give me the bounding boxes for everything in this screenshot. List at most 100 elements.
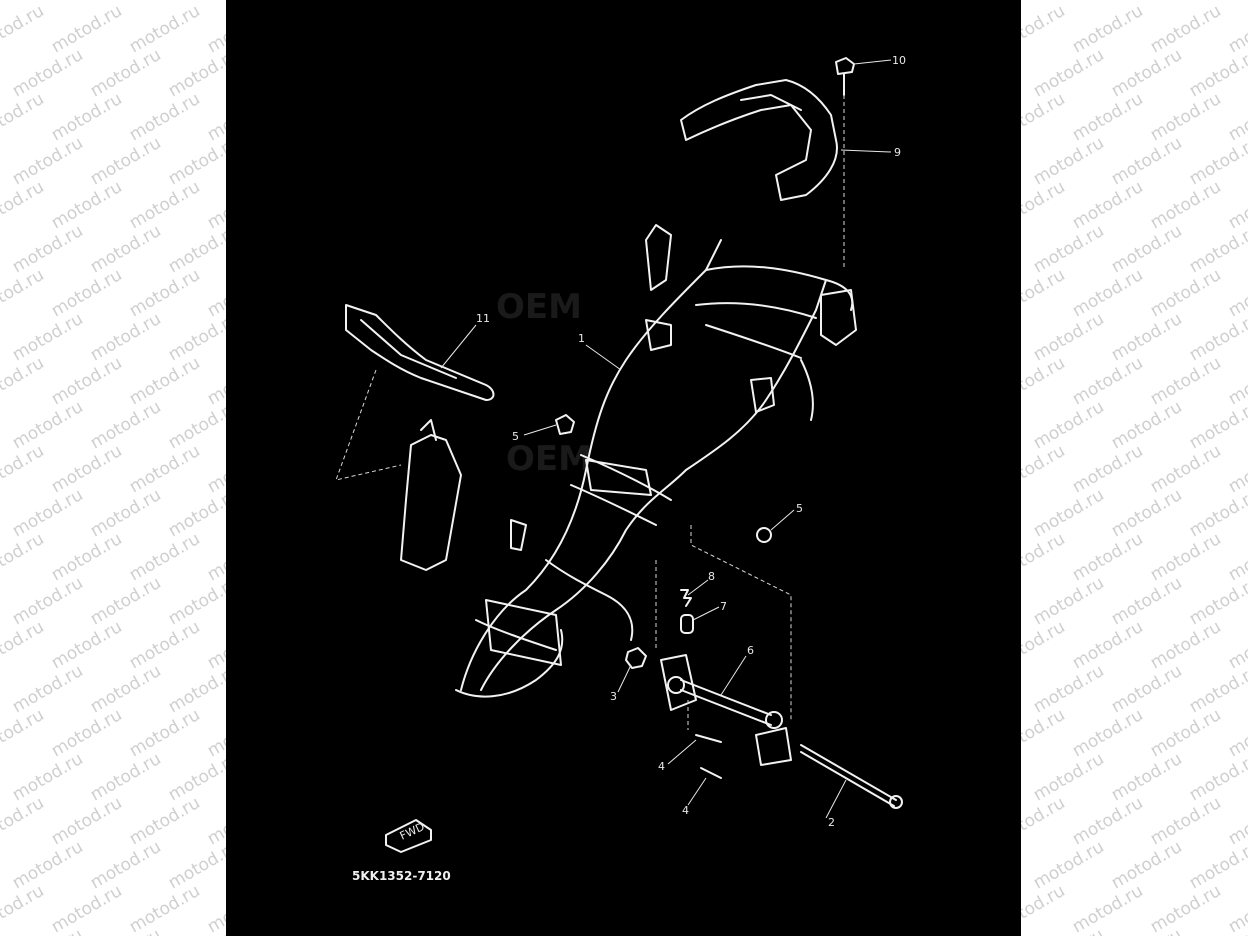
- callout-7: 7: [720, 600, 727, 613]
- watermark-text: motod.ru: [1030, 925, 1108, 936]
- part-5-nut-b: [756, 527, 772, 543]
- frame-lower-loop-2: [475, 619, 557, 651]
- watermark-text: motod.ru: [204, 1, 226, 58]
- part-code: 5KK1352-7120: [352, 869, 451, 883]
- watermark-text: motod.ru: [87, 397, 165, 454]
- watermark-text: motod.ru: [87, 749, 165, 806]
- watermark-text: motod.ru: [9, 749, 87, 806]
- watermark-text: motod.ru: [1069, 793, 1147, 850]
- watermark-text: motod.ru: [126, 353, 204, 410]
- fwd-label: FWD: [398, 820, 427, 843]
- watermark-text: motod.ru: [126, 89, 204, 146]
- part-6-plate-left: [660, 654, 697, 711]
- frame-lower-loop: [545, 559, 634, 641]
- watermark-text: motod.ru: [1021, 177, 1069, 234]
- part-6-shaft: [680, 679, 772, 716]
- frame-gusset-5: [510, 519, 527, 551]
- watermark-text: motod.ru: [9, 485, 87, 542]
- watermark-text: motod.ru: [1021, 705, 1069, 762]
- watermark-text: motod.ru: [1030, 397, 1108, 454]
- guide-line-11: [335, 369, 402, 481]
- watermark-text: motod.ru: [1147, 1, 1225, 58]
- leader-10: [853, 59, 892, 65]
- watermark-text: motod.ru: [1021, 353, 1069, 410]
- watermark-text: motod.ru: [1030, 837, 1108, 894]
- callout-9: 9: [894, 146, 901, 159]
- watermark-text: motod.ru: [1147, 89, 1225, 146]
- callout-2: 2: [828, 816, 835, 829]
- ghost-logo: OEM: [496, 287, 582, 327]
- callout-3: 3: [610, 690, 617, 703]
- leader-1: [585, 344, 622, 371]
- leader-5b: [770, 509, 795, 531]
- callout-5a: 5: [512, 430, 519, 443]
- watermark-text: motod.ru: [48, 529, 126, 586]
- part-9-carrier-arm: [740, 94, 802, 111]
- leader-6: [720, 655, 747, 696]
- part-9-carrier: [680, 79, 838, 201]
- watermark-text: motod.ru: [48, 265, 126, 322]
- watermark-text: motod.ru: [1108, 485, 1186, 542]
- callout-8: 8: [708, 570, 715, 583]
- frame-gusset-4: [585, 459, 652, 496]
- watermark-text: motod.ru: [0, 441, 48, 498]
- watermark-text: motod.ru: [87, 573, 165, 630]
- part-2-bolt-head: [889, 795, 903, 809]
- watermark-text: motod.ru: [126, 1, 204, 58]
- callout-5b: 5: [796, 502, 803, 515]
- watermark-text: motod.ru: [1069, 1, 1147, 58]
- part-7-collar: [680, 614, 694, 634]
- watermark-text: motod.ru: [1021, 617, 1069, 674]
- frame-upper-rail: [705, 265, 854, 311]
- watermark-text: motod.ru: [1069, 265, 1147, 322]
- watermark-text: motod.ru: [87, 133, 165, 190]
- watermark-text: motod.ru: [9, 221, 87, 278]
- frame-cross-member-top: [705, 324, 802, 359]
- watermark-text: motod.ru: [1108, 749, 1186, 806]
- watermark-text: motod.ru: [1030, 749, 1108, 806]
- watermark-text: motod.ru: [87, 485, 165, 542]
- watermark-text: motod.ru: [1108, 45, 1186, 102]
- fwd-indicator-icon: [385, 819, 432, 853]
- part-11-bracket-inner: [360, 319, 457, 379]
- watermark-text: motod.ru: [48, 617, 126, 674]
- callout-4a: 4: [658, 760, 665, 773]
- watermark-text: motod.ru: [48, 353, 126, 410]
- watermark-text: motod.ru: [1147, 617, 1225, 674]
- watermark-text: motod.ru: [126, 529, 204, 586]
- leader-7: [692, 606, 720, 621]
- frame-mid-section: [580, 454, 672, 501]
- part-10-bolt: [835, 57, 855, 75]
- watermark-text: motod.ru: [1147, 441, 1225, 498]
- watermark-text: motod.ru: [0, 793, 48, 850]
- frame-main-tube-left: [460, 239, 722, 691]
- frame-rear-tube: [800, 359, 814, 421]
- frame-gusset-2: [645, 319, 672, 351]
- watermark-text: motod.ru: [0, 177, 48, 234]
- watermark-text: motod.ru: [1030, 309, 1108, 366]
- watermark-text: motod.ru: [48, 177, 126, 234]
- frame-exploded-diagram: OEM OEM: [335, 54, 906, 883]
- watermark-text: motod.ru: [1030, 573, 1108, 630]
- watermark-text: motod.ru: [1069, 529, 1147, 586]
- part-6-bushing-right: [765, 711, 783, 729]
- leader-3: [617, 664, 632, 693]
- part-6-bushing-left: [667, 676, 685, 694]
- watermark-text: motod.ru: [204, 265, 226, 322]
- watermark-text: motod.ru: [0, 617, 48, 674]
- part-8-spring: [680, 589, 692, 607]
- part-6-plate-right: [755, 727, 792, 766]
- callout-6: 6: [747, 644, 754, 657]
- head-pipe-bracket: [400, 434, 462, 571]
- watermark-text: motod.ru: [204, 353, 226, 410]
- watermark-text: motod.ru: [0, 529, 48, 586]
- leader-2: [825, 779, 847, 819]
- watermark-text: motod.ru: [1147, 705, 1225, 762]
- guide-line-rear: [690, 525, 792, 720]
- watermark-text: motod.ru: [9, 309, 87, 366]
- watermark-text: motod.ru: [1069, 617, 1147, 674]
- part-2-bolt-2: [800, 751, 895, 807]
- part-4-bolt-b: [700, 767, 722, 779]
- watermark-text: motod.ru: [126, 265, 204, 322]
